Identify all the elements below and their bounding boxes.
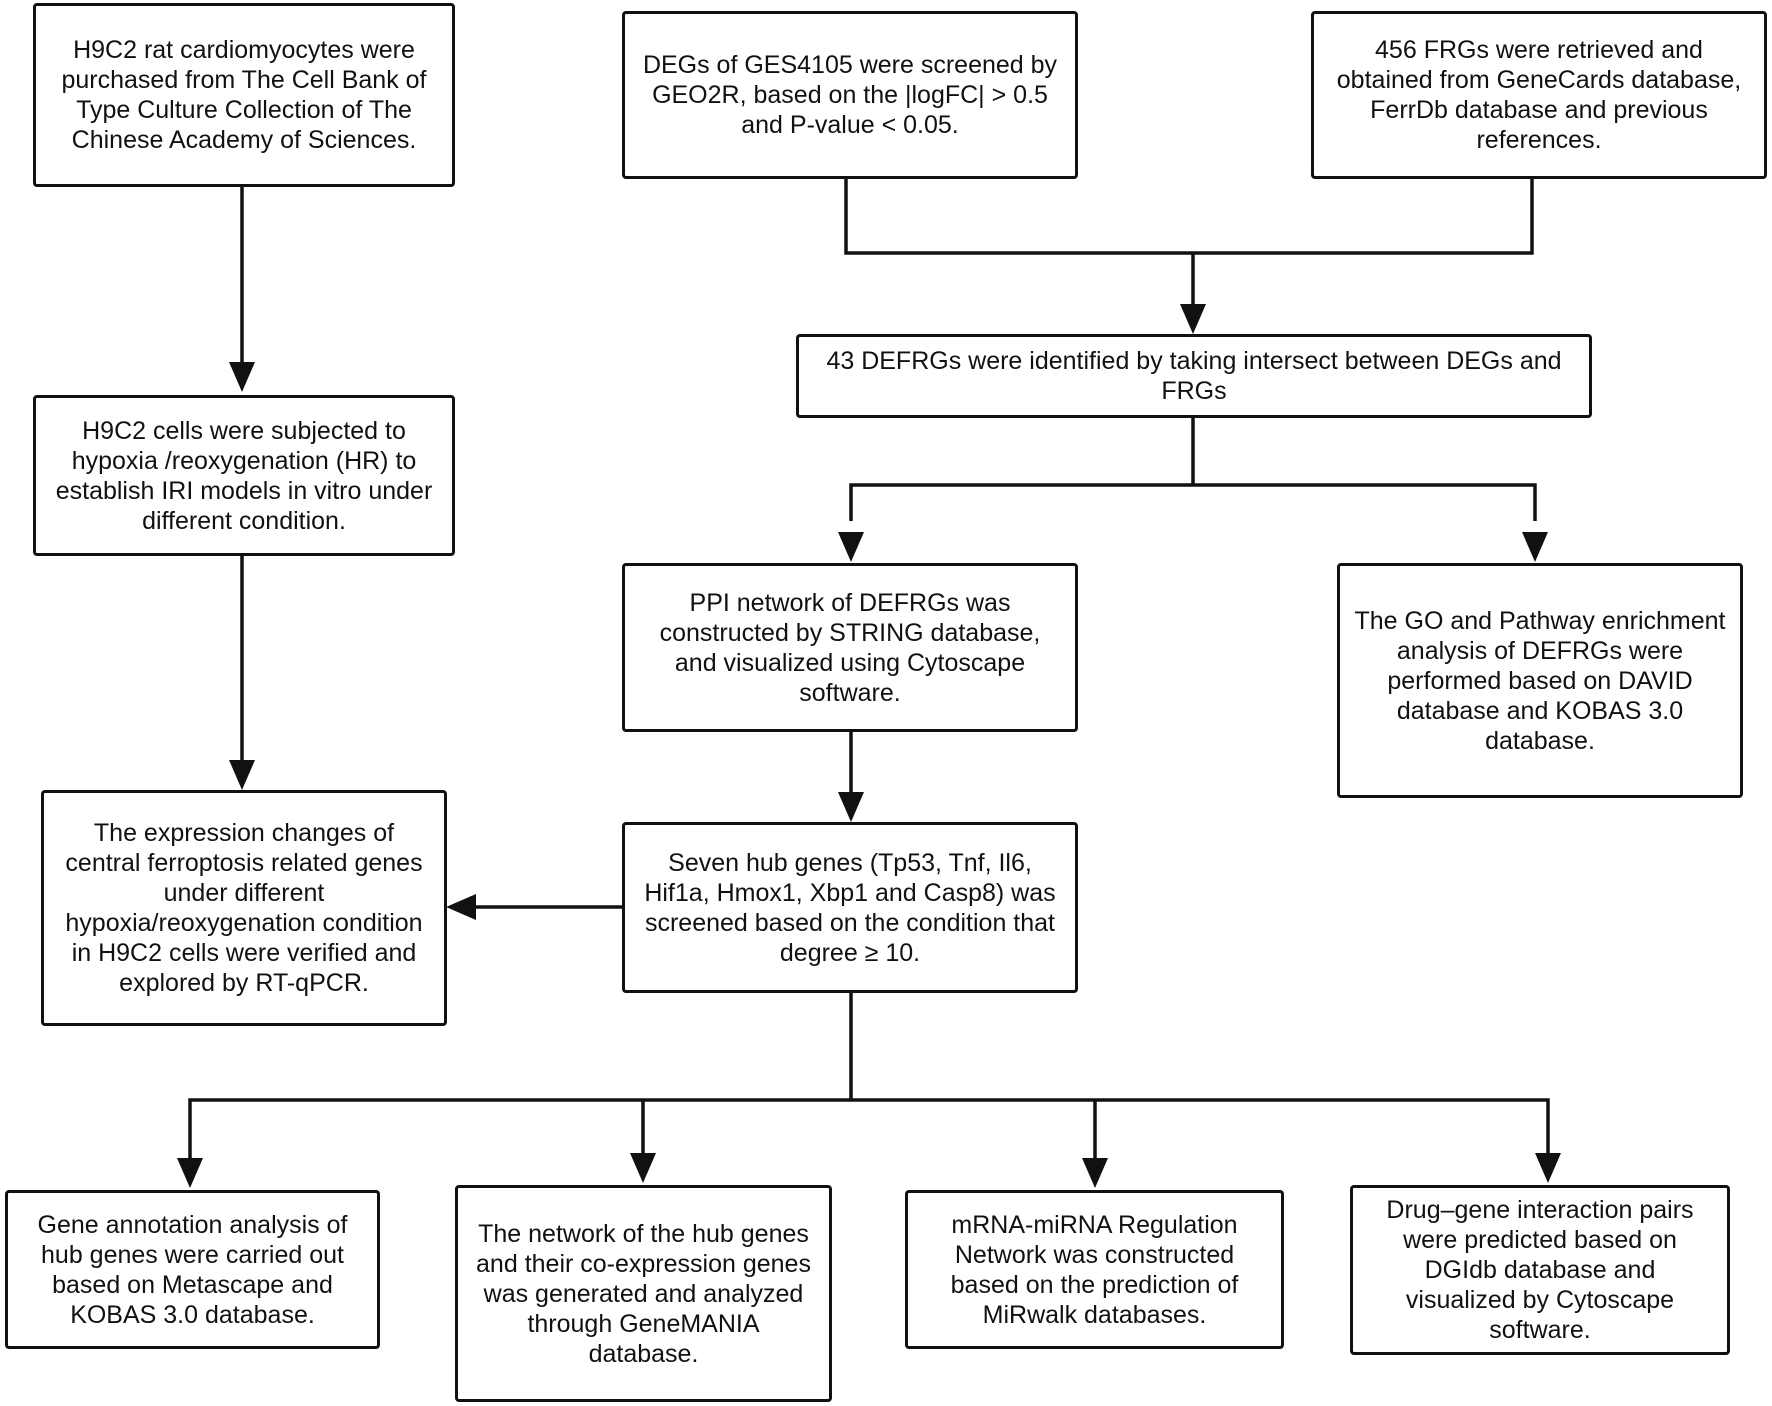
arrow-to-dgidb-head — [1535, 1153, 1561, 1183]
arrow-to-genemania-head — [630, 1153, 656, 1183]
defrgs-box: 43 DEFRGs were identified by taking inte… — [796, 334, 1592, 418]
dgidb-box: Drug–gene interaction pairs were predict… — [1350, 1185, 1730, 1355]
degs-screen-box: DEGs of GES4105 were screened by GEO2R, … — [622, 11, 1078, 179]
dgidb-text: Drug–gene interaction pairs were predict… — [1386, 1196, 1694, 1344]
frgs-retrieve-box: 456 FRGs were retrieved and obtained fro… — [1311, 11, 1767, 179]
ppi-network-text: PPI network of DEFRGs was constructed by… — [659, 588, 1041, 707]
arrow-merge-to-defrgs-head — [1180, 304, 1206, 334]
arrow-defrgs-to-ppi-head — [838, 532, 864, 562]
ppi-network-box: PPI network of DEFRGs was constructed by… — [622, 563, 1078, 732]
genemania-text: The network of the hub genes and their c… — [476, 1219, 811, 1368]
degs-screen-text: DEGs of GES4105 were screened by GEO2R, … — [642, 51, 1058, 139]
h9c2-purchase-box: H9C2 rat cardiomyocytes were purchased f… — [33, 3, 455, 187]
hr-model-box: H9C2 cells were subjected to hypoxia /re… — [33, 395, 455, 556]
defrgs-text: 43 DEFRGs were identified by taking inte… — [826, 347, 1562, 405]
h9c2-purchase-text: H9C2 rat cardiomyocytes were purchased f… — [61, 36, 427, 154]
gene-annotation-box: Gene annotation analysis of hub genes we… — [5, 1190, 380, 1349]
arrow-to-mirna-head — [1082, 1158, 1108, 1188]
arrow-to-gene-annotation-head — [177, 1158, 203, 1188]
hub-genes-text: Seven hub genes (Tp53, Tnf, Il6, Hif1a, … — [644, 848, 1056, 967]
arrow-purchase-to-hr-head — [229, 362, 255, 392]
mirna-network-text: mRNA-miRNA Regulation Network was constr… — [950, 1210, 1239, 1329]
split-line-bottom — [188, 1098, 1550, 1160]
split-line-horizontal — [849, 483, 1537, 521]
rt-qpcr-text: The expression changes of central ferrop… — [65, 819, 423, 997]
hub-genes-box: Seven hub genes (Tp53, Tnf, Il6, Hif1a, … — [622, 822, 1078, 993]
arrow-defrgs-to-go-head — [1522, 532, 1548, 562]
gene-annotation-text: Gene annotation analysis of hub genes we… — [37, 1210, 348, 1329]
merge-line-degs-frgs — [844, 179, 1534, 255]
arrow-hr-to-qpcr-head — [229, 760, 255, 790]
arrow-hub-to-qpcr-head — [446, 894, 476, 920]
hr-model-text: H9C2 cells were subjected to hypoxia /re… — [55, 416, 433, 535]
mirna-network-box: mRNA-miRNA Regulation Network was constr… — [905, 1190, 1284, 1349]
frgs-retrieve-text: 456 FRGs were retrieved and obtained fro… — [1336, 36, 1742, 154]
go-pathway-box: The GO and Pathway enrichment analysis o… — [1337, 563, 1743, 798]
genemania-box: The network of the hub genes and their c… — [455, 1185, 832, 1402]
rt-qpcr-box: The expression changes of central ferrop… — [41, 790, 447, 1026]
arrow-ppi-to-hub-head — [838, 792, 864, 822]
go-pathway-text: The GO and Pathway enrichment analysis o… — [1354, 606, 1726, 755]
